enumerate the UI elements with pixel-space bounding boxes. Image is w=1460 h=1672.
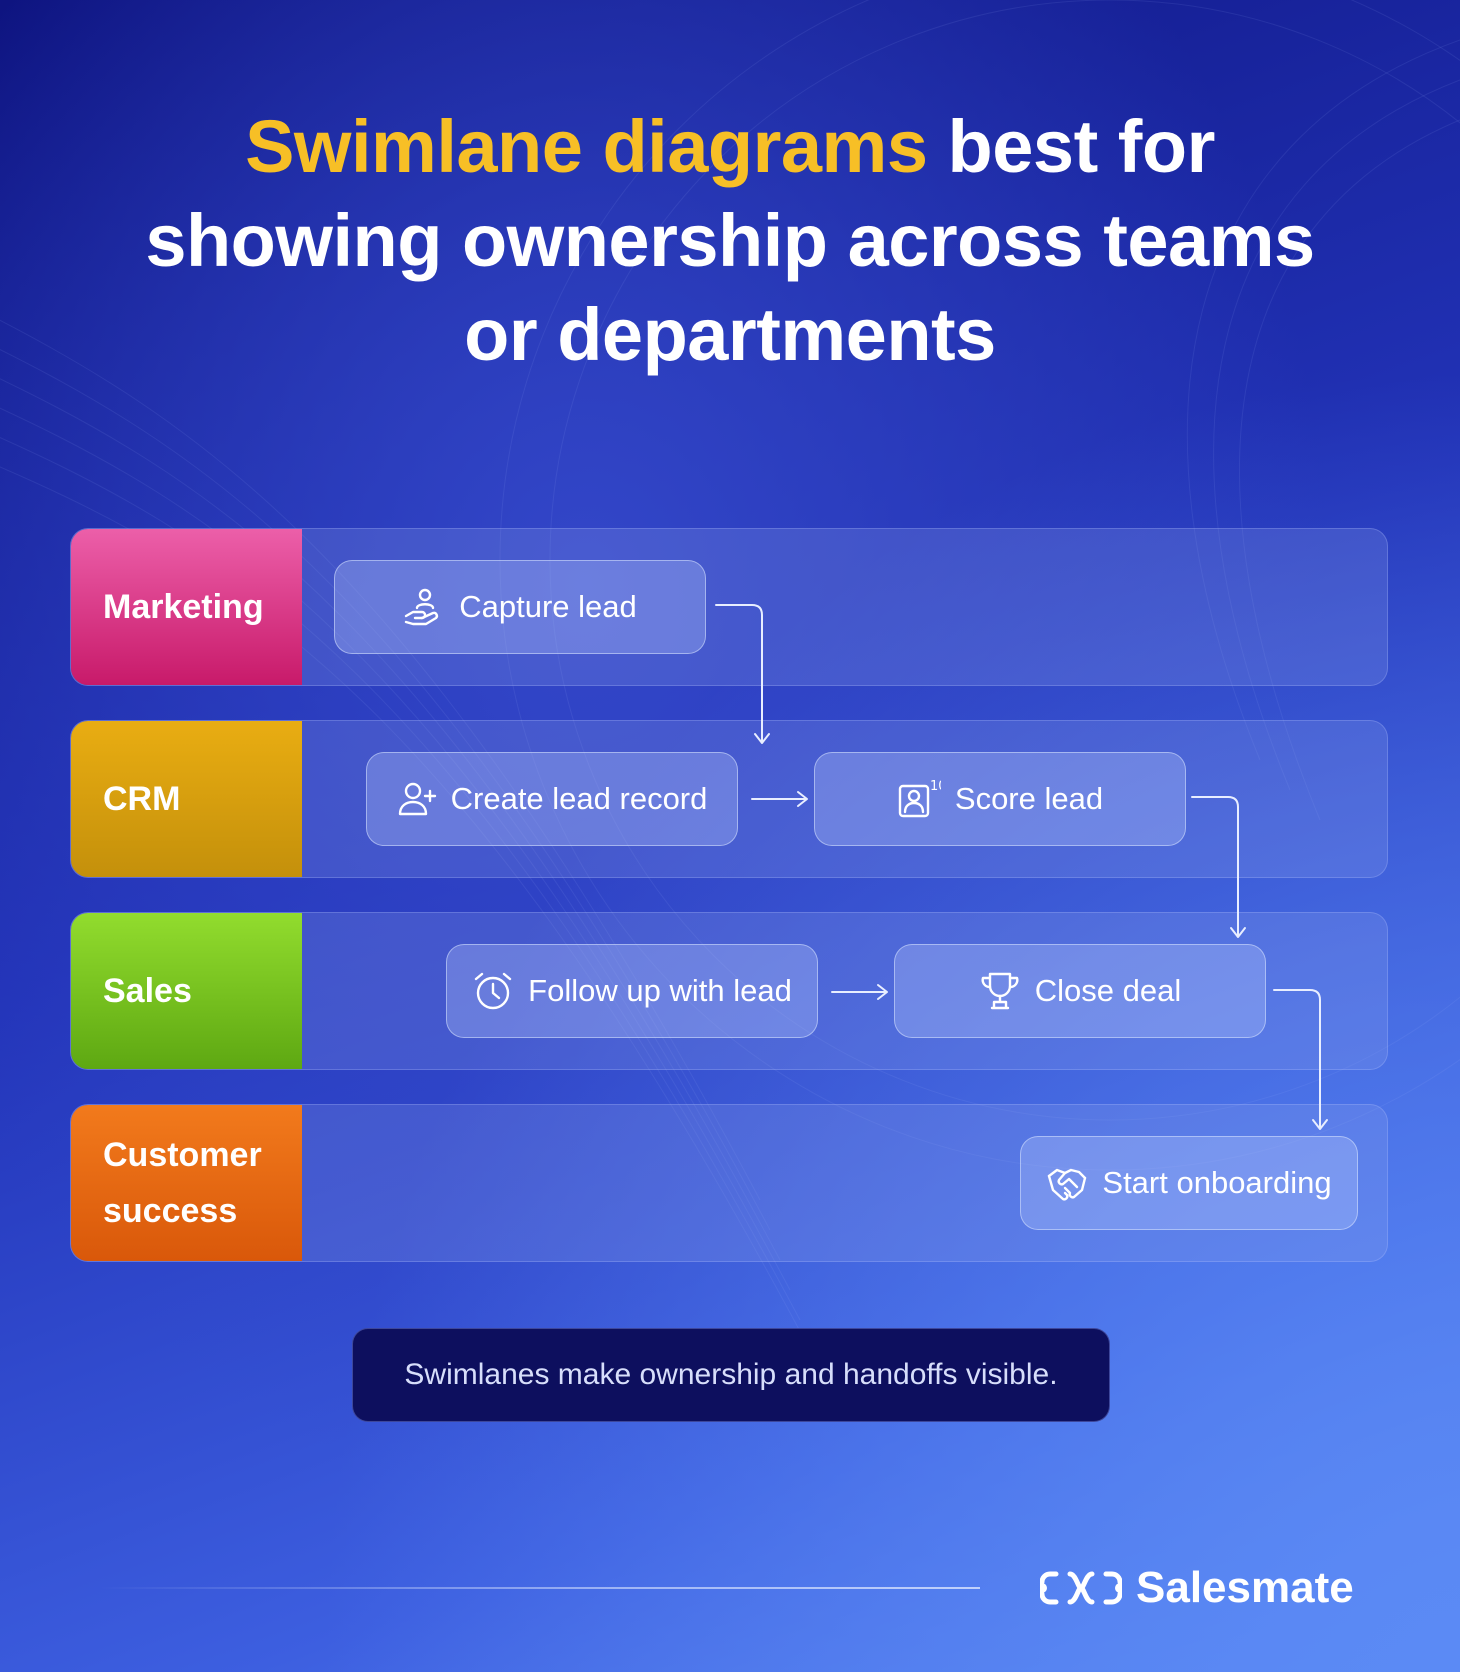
footer-divider	[100, 1587, 980, 1589]
lane-sales: Sales	[70, 912, 1388, 1070]
lane-label-text: Sales	[103, 972, 192, 1010]
trophy-icon	[981, 972, 1019, 1010]
headline-rest: best for showing ownership across teams …	[145, 105, 1315, 376]
step-capture-lead: Capture lead	[334, 560, 706, 654]
lane-label-text: Marketing	[103, 588, 264, 626]
handshake-icon	[1048, 1168, 1087, 1201]
headline: Swimlane diagrams best for showing owner…	[130, 100, 1330, 382]
step-label: Score lead	[954, 781, 1104, 816]
alarm-clock-icon	[474, 972, 512, 1010]
hand-person-icon	[405, 588, 439, 626]
step-score-lead: 10 Score lead	[814, 752, 1186, 846]
step-label: Close deal	[1034, 973, 1182, 1008]
step-start-onboarding: Start onboarding	[1020, 1136, 1358, 1230]
step-close-deal: Close deal	[894, 944, 1266, 1038]
svg-text:10: 10	[930, 779, 941, 794]
headline-highlight: Swimlane diagrams	[245, 105, 928, 188]
brand-name: Salesmate	[1136, 1563, 1354, 1612]
add-user-icon	[398, 782, 436, 816]
salesmate-logo-icon	[1040, 1571, 1122, 1605]
lane-label-sales: Sales	[71, 913, 302, 1069]
step-label: Capture lead	[459, 589, 637, 624]
lane-label-crm: CRM	[71, 721, 302, 877]
score-badge-icon: 10	[898, 779, 941, 818]
step-create-lead-record: Create lead record	[366, 752, 738, 846]
lane-label-text: Customer success	[103, 1136, 262, 1230]
lane-crm: CRM	[70, 720, 1388, 878]
step-follow-up: Follow up with lead	[446, 944, 818, 1038]
step-label: Follow up with lead	[528, 973, 792, 1008]
lane-marketing: Marketing	[70, 528, 1388, 686]
lane-label-text: CRM	[103, 780, 181, 818]
lane-customer-success: Customer success	[70, 1104, 1388, 1262]
lane-label-customer-success: Customer success	[71, 1105, 302, 1261]
brand: Salesmate	[1040, 1560, 1354, 1616]
caption: Swimlanes make ownership and handoffs vi…	[352, 1328, 1110, 1422]
step-label: Create lead record	[450, 781, 708, 816]
step-label: Start onboarding	[1102, 1165, 1332, 1200]
lane-label-marketing: Marketing	[71, 529, 302, 685]
